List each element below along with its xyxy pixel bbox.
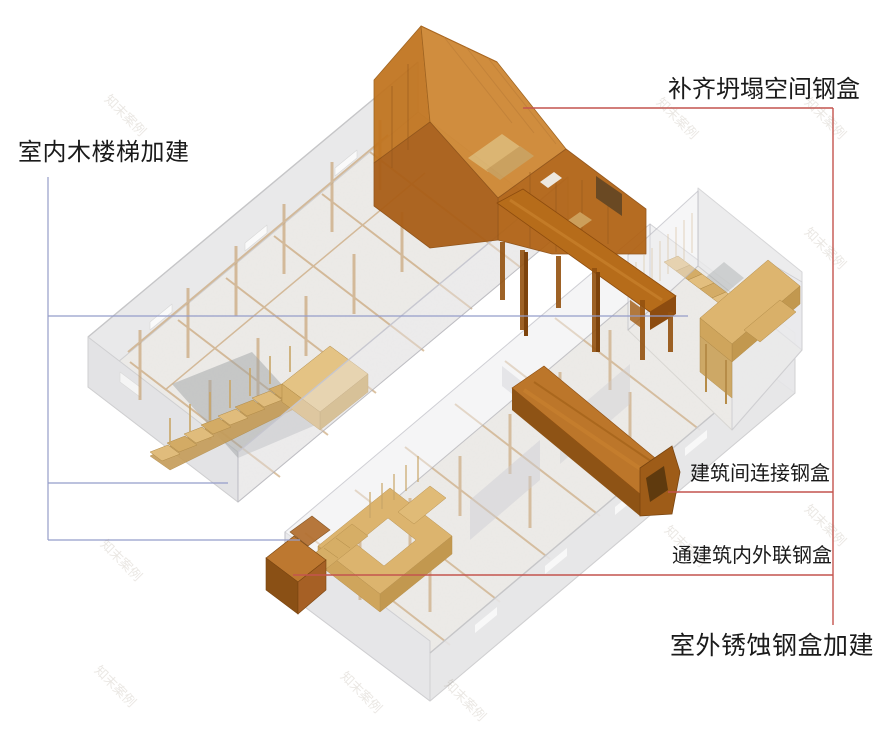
- annotation-exterior-rusted-box: 室外锈蚀钢盒加建: [669, 632, 874, 660]
- steel-box-front-face: [373, 121, 499, 249]
- steel-bridge: [496, 188, 677, 360]
- annotation-inside-outside-box: 通建筑内外联钢盒: [672, 545, 832, 567]
- steel-connector-box: [502, 365, 681, 517]
- ne-building: [627, 187, 803, 431]
- annotation-collapsed-space-box: 补齐坍塌空间钢盒: [668, 76, 860, 103]
- annotation-inter-building-box: 建筑间连接钢盒: [690, 463, 830, 485]
- steel-box-roof-volume: [373, 25, 647, 255]
- bridge-posts: [500, 242, 673, 360]
- annotation-interior-wood-stairs: 室内木楼梯加建: [18, 139, 190, 166]
- wood-stair-right: [663, 255, 801, 404]
- steel-box-doorway: [596, 176, 622, 216]
- exterior-steel-box: [265, 515, 331, 615]
- leader-lines: [47, 107, 834, 625]
